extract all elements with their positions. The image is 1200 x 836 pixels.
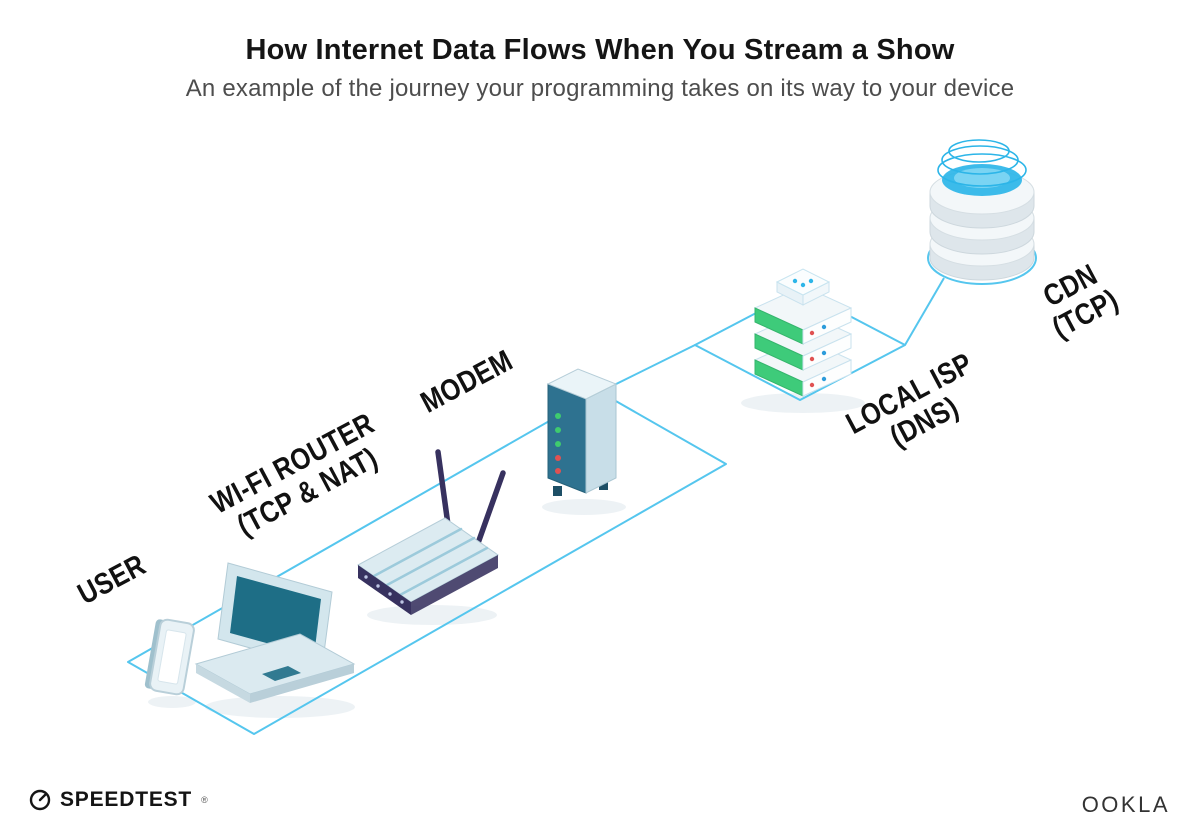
speedtest-gauge-icon [29,789,51,811]
device-shadows [148,393,865,718]
router-antenna-right [474,470,506,549]
modem-icon [546,368,618,496]
phone-icon [144,618,195,696]
ookla-logo: OOKLA [1081,792,1170,817]
control-box-dots [792,278,814,288]
modem-leds [555,413,561,474]
speedtest-logo: SPEEDTEST ® [28,788,208,812]
router-antenna-left [435,449,452,535]
speedtest-wordmark: SPEEDTEST [60,788,193,811]
cdn-rings [937,139,1027,187]
page-subtitle: An example of the journey your programmi… [185,75,1015,102]
header: How Internet Data Flows When You Stream … [0,34,1200,103]
isp-server-icon [753,268,853,397]
cdn-database-icon [929,139,1035,281]
page-title: How Internet Data Flows When You Stream … [245,34,955,66]
laptop-icon [194,562,356,703]
speedtest-trademark: ® [201,795,208,805]
wifi-router-icon [357,449,506,615]
